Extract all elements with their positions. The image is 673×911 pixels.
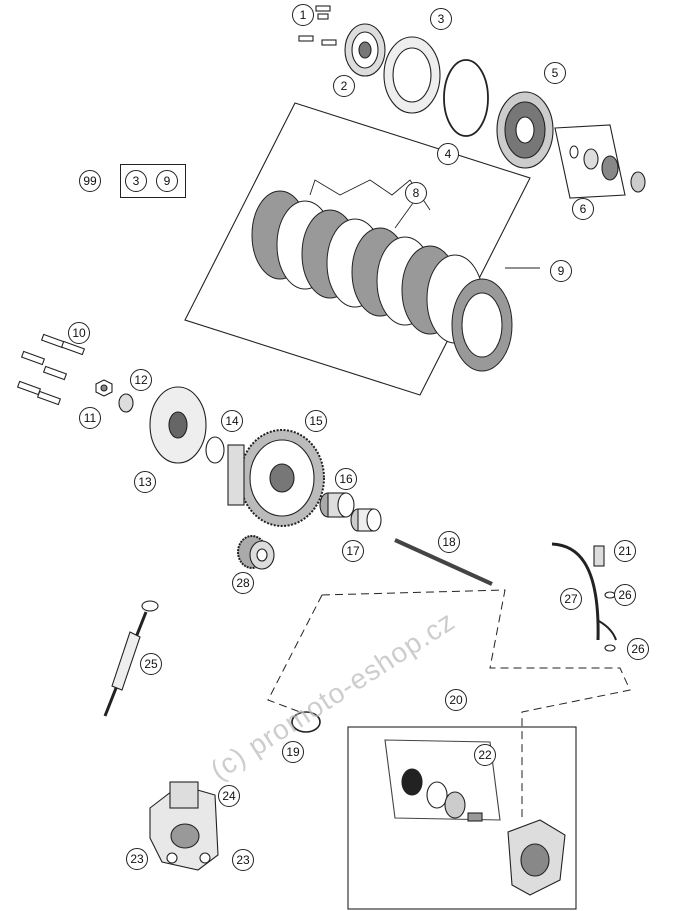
callout-22: 22 [474, 744, 496, 766]
hub-washer-frame [554, 124, 626, 199]
nut-11 [95, 379, 113, 397]
callout-20: 20 [445, 689, 467, 711]
callout-11: 11 [79, 407, 101, 429]
callout-4: 4 [437, 143, 459, 165]
pins-10 [16, 333, 86, 406]
needle-bearing-16 [319, 492, 355, 518]
callout-25: 25 [140, 653, 162, 675]
o-ring-19 [291, 711, 321, 733]
kit-box-99 [120, 164, 186, 198]
callout-24: 24 [218, 785, 240, 807]
inner-clutch-hub-13 [149, 386, 207, 464]
callout-9: 9 [550, 260, 572, 282]
callout-8: 8 [405, 182, 427, 204]
clutch-disc-stack-8 [251, 190, 513, 372]
callout-3: 3 [430, 8, 452, 30]
callout-27: 27 [560, 588, 582, 610]
clutch-hose-27 [551, 542, 617, 652]
callout-12: 12 [130, 369, 152, 391]
callout-2: 2 [333, 75, 355, 97]
callout-99-part-3: 3 [125, 170, 147, 192]
callout-99: 99 [79, 170, 101, 192]
callout-13: 13 [134, 471, 156, 493]
push-rod-18 [394, 538, 493, 586]
routing-dashes [267, 589, 631, 818]
bushing-17 [350, 508, 382, 532]
callout-1: 1 [292, 4, 314, 26]
master-cylinder-housing [149, 781, 219, 871]
callout-23-right: 23 [232, 849, 254, 871]
callout-16: 16 [335, 468, 357, 490]
clutch-basket-15 [227, 429, 325, 527]
pressure-plate-3 [383, 36, 441, 114]
clutch-spring-cover-5 [496, 91, 554, 169]
callout-15: 15 [305, 410, 327, 432]
bleeding-syringe-25 [103, 600, 159, 717]
callout-21: 21 [614, 540, 636, 562]
callout-23-left: 23 [126, 848, 148, 870]
hub-washers-6 [569, 145, 646, 193]
callout-14: 14 [221, 410, 243, 432]
slave-cylinder-parts [401, 768, 566, 896]
screw-set-1 [298, 5, 337, 46]
callout-26-top: 26 [614, 584, 636, 606]
pressure-cap-2 [344, 23, 386, 77]
lock-washer-12 [118, 393, 134, 413]
callout-99-part-9: 9 [156, 170, 178, 192]
callout-6: 6 [572, 198, 594, 220]
primary-gear-28 [237, 535, 275, 570]
callout-17: 17 [342, 540, 364, 562]
thrust-washer-14 [205, 436, 225, 464]
callout-19: 19 [282, 741, 304, 763]
callout-18: 18 [438, 531, 460, 553]
o-ring-4 [443, 59, 489, 137]
callout-26-bottom: 26 [627, 638, 649, 660]
piston-kit-frame [384, 739, 501, 821]
callout-28: 28 [232, 572, 254, 594]
callout-5: 5 [544, 62, 566, 84]
slave-cylinder-frame [347, 726, 577, 910]
callout-10: 10 [68, 322, 90, 344]
